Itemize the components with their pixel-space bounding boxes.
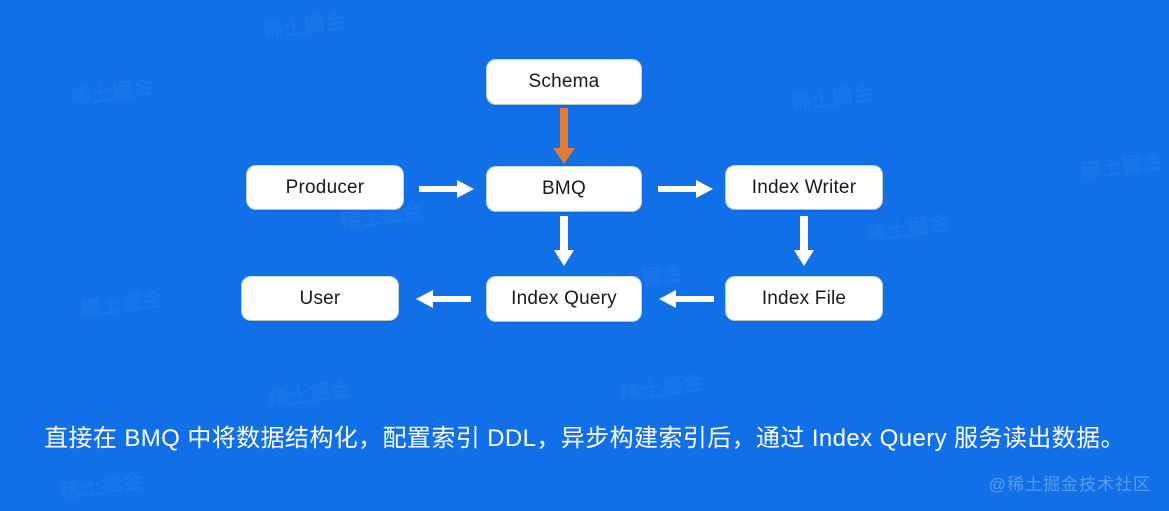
arrow-bmq-to-index-query-icon <box>553 216 575 268</box>
node-schema[interactable]: Schema <box>487 60 641 104</box>
background-watermark: 稀土掘金 <box>260 4 347 44</box>
background-watermark: 稀土掘金 <box>266 372 353 412</box>
caption-text: 直接在 BMQ 中将数据结构化，配置索引 DDL，异步构建索引后，通过 Inde… <box>44 425 1125 452</box>
arrow-index-query-to-user-icon <box>415 288 471 310</box>
arrow-producer-to-bmq-icon <box>419 178 475 200</box>
background-watermark: 稀土掘金 <box>1078 144 1165 184</box>
background-watermark: 稀土掘金 <box>864 206 951 246</box>
node-index-query[interactable]: Index Query <box>487 277 641 321</box>
node-bmq[interactable]: BMQ <box>487 167 641 211</box>
background-watermark: 稀土掘金 <box>788 76 875 116</box>
background-watermark: 稀土掘金 <box>58 464 145 504</box>
background-watermark: 稀土掘金 <box>618 366 705 406</box>
node-producer[interactable]: Producer <box>247 166 403 209</box>
arrow-schema-to-bmq-icon <box>550 108 578 166</box>
arrow-bmq-to-index-writer-icon <box>658 178 714 200</box>
node-index-file[interactable]: Index File <box>726 277 882 320</box>
corner-watermark: @稀土掘金技术社区 <box>988 475 1151 494</box>
node-index-writer[interactable]: Index Writer <box>726 166 882 209</box>
arrow-index-file-to-index-query-icon <box>658 288 714 310</box>
node-user[interactable]: User <box>242 277 398 320</box>
background-watermark: 稀土掘金 <box>78 282 165 322</box>
background-watermark: 稀土掘金 <box>68 70 155 110</box>
arrow-index-writer-to-index-file-icon <box>793 216 815 268</box>
